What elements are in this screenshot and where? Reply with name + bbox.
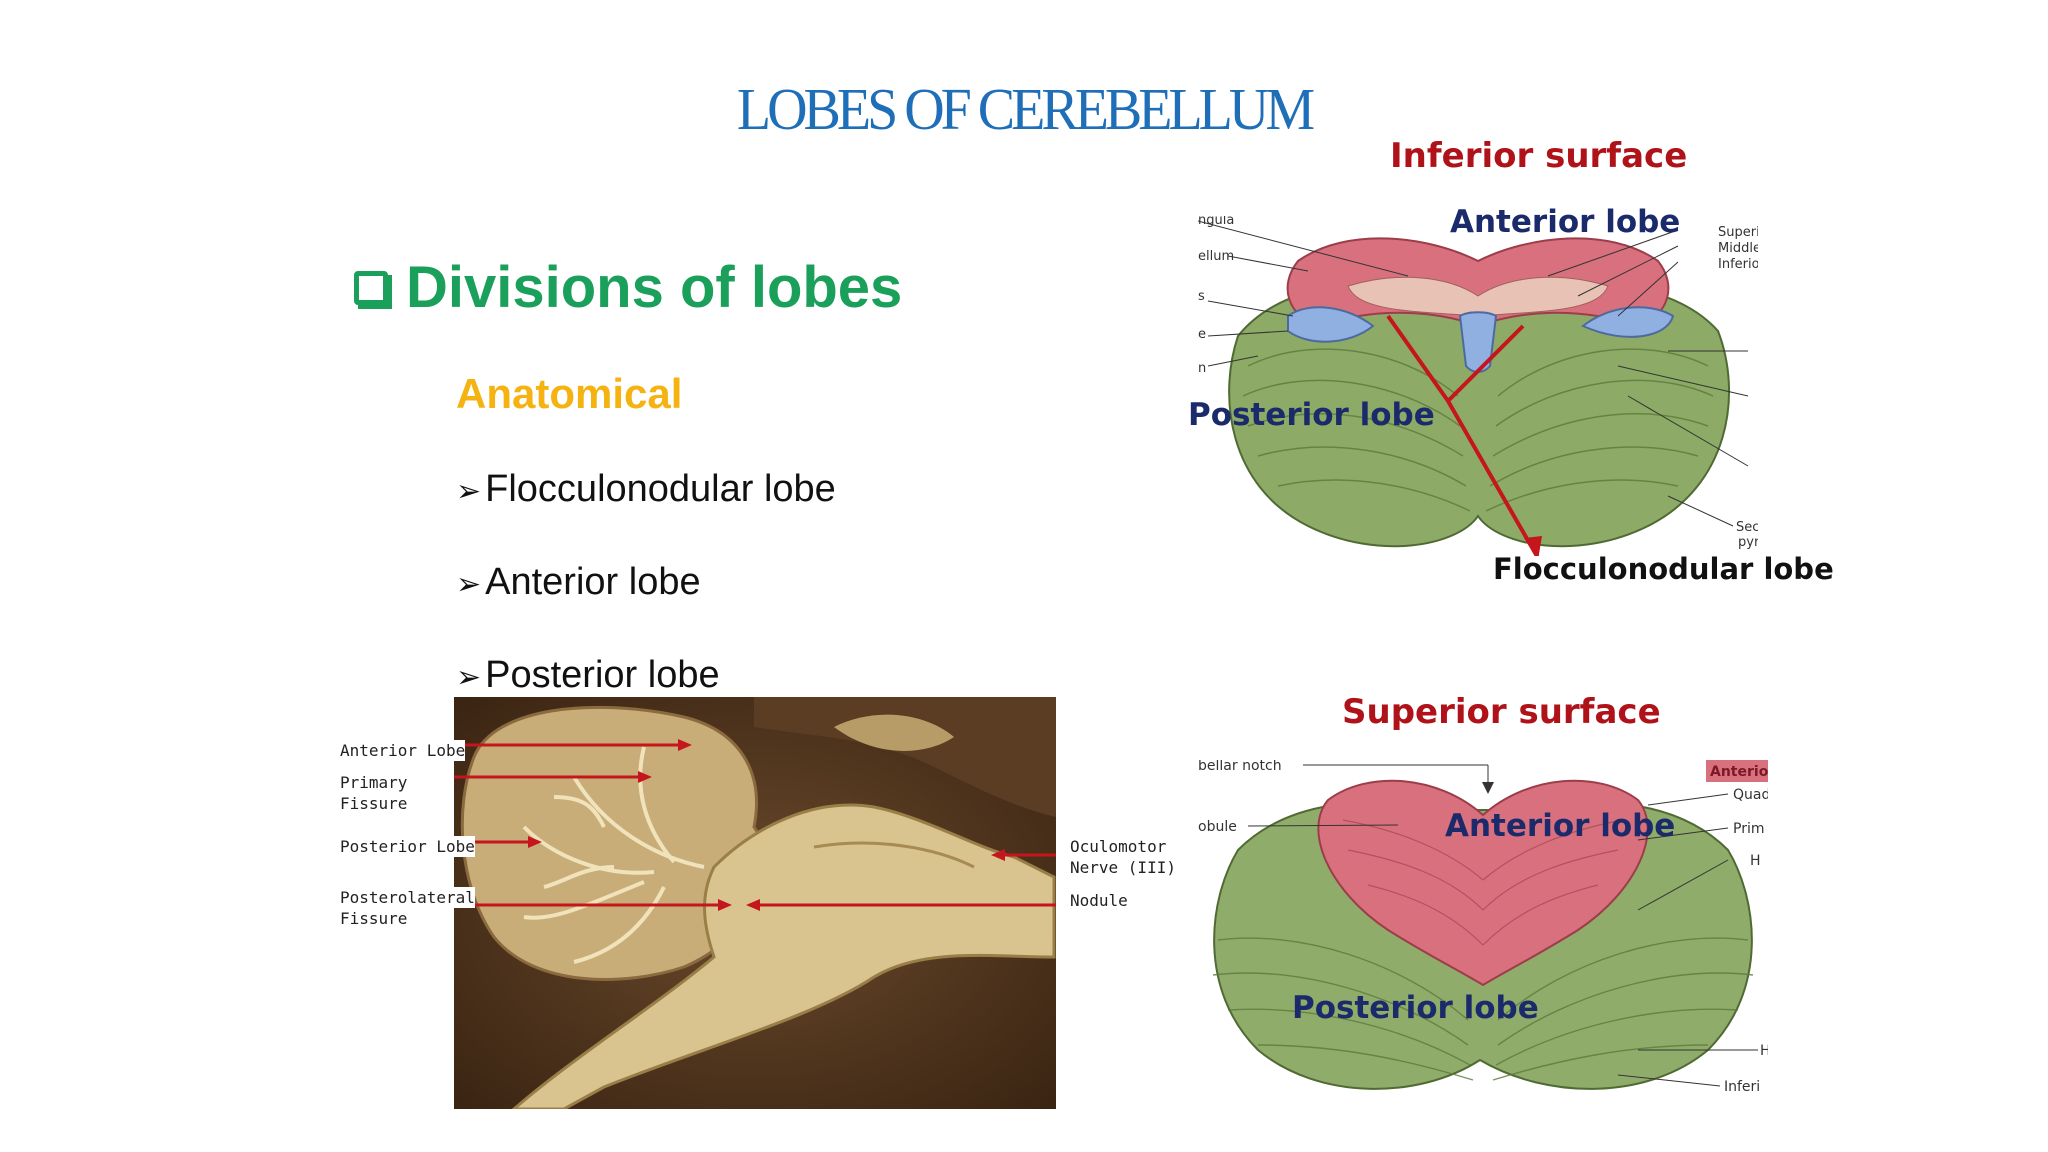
superior-right-label: Inferi bbox=[1724, 1079, 1760, 1095]
arrow-bullet-icon: ➢ bbox=[456, 568, 482, 601]
bullet-text: Posterior lobe bbox=[485, 654, 720, 696]
inferior-surface-caption: Inferior surface bbox=[1390, 136, 1688, 176]
inferior-left-label: n bbox=[1198, 361, 1206, 376]
photo-label-fissure-2: Fissure bbox=[340, 908, 408, 929]
photo-label-oculomotor: Oculomotor bbox=[1070, 836, 1167, 857]
arrow-bullet-icon: ➢ bbox=[456, 661, 482, 694]
bullet-text: Flocculonodular lobe bbox=[485, 468, 836, 510]
superior-right-label: H bbox=[1760, 1043, 1768, 1059]
arrow-bullet-icon: ➢ bbox=[456, 475, 482, 508]
superior-left-label: obule bbox=[1198, 819, 1237, 835]
inferior-anterior-lobe-label: Anterior lobe bbox=[1450, 204, 1681, 240]
checkbox-bullet-icon bbox=[354, 270, 392, 309]
photo-label-primary: Primary bbox=[340, 772, 408, 793]
bullet-item: ➢Anterior lobe bbox=[456, 561, 701, 604]
superior-right-label: Prim bbox=[1733, 821, 1764, 837]
inferior-right-label: Superi bbox=[1718, 225, 1758, 240]
photo-label-posterolateral: Posterolateral bbox=[340, 887, 475, 908]
inferior-right-label: Middle bbox=[1718, 241, 1758, 256]
superior-surface-illustration: bellar notch obule Anterio Quad Prim H H… bbox=[1198, 760, 1768, 1098]
superior-posterior-lobe-label: Posterior lobe bbox=[1292, 990, 1539, 1026]
photo-label-anterior-lobe: Anterior Lobe bbox=[340, 740, 466, 761]
cerebellum-sagittal-photo bbox=[454, 697, 1056, 1109]
superior-right-label: Anterio bbox=[1710, 764, 1768, 780]
superior-right-label: H bbox=[1750, 853, 1761, 869]
bullet-item: ➢Posterior lobe bbox=[456, 654, 720, 697]
divisions-heading-text: Divisions of lobes bbox=[406, 255, 903, 320]
inferior-right-label: Sec bbox=[1736, 520, 1758, 535]
superior-top-label: bellar notch bbox=[1198, 760, 1282, 774]
inferior-left-label: ellum bbox=[1198, 249, 1234, 264]
photo-label-fissure: Fissure bbox=[340, 793, 408, 814]
superior-anterior-lobe-label: Anterior lobe bbox=[1445, 808, 1676, 844]
inferior-right-label: pyr bbox=[1738, 535, 1758, 550]
page-title: LOBES OF CEREBELLUM bbox=[736, 77, 1315, 143]
superior-surface-caption: Superior surface bbox=[1342, 692, 1661, 732]
anatomical-subheading: Anatomical bbox=[456, 370, 683, 417]
inferior-posterior-lobe-label: Posterior lobe bbox=[1188, 397, 1435, 433]
inferior-left-label: ngula bbox=[1198, 216, 1234, 228]
photo-label-posterior-lobe: Posterior Lobe bbox=[340, 836, 475, 857]
photo-label-nodule: Nodule bbox=[1070, 890, 1128, 911]
inferior-left-label: e bbox=[1198, 327, 1206, 342]
flocculonodular-lobe-label: Flocculonodular lobe bbox=[1493, 552, 1834, 586]
superior-right-label: Quad bbox=[1733, 787, 1768, 803]
bullet-text: Anterior lobe bbox=[485, 561, 701, 603]
inferior-surface-illustration: Superi Middle Inferio Sec pyr ngula ellu… bbox=[1198, 216, 1758, 556]
bullet-item: ➢Flocculonodular lobe bbox=[456, 468, 836, 511]
inferior-right-label: Inferio bbox=[1718, 257, 1758, 272]
inferior-left-label: s bbox=[1198, 289, 1205, 304]
divisions-heading: Divisions of lobes bbox=[354, 254, 902, 321]
photo-label-nerve-iii: Nerve (III) bbox=[1070, 857, 1176, 878]
